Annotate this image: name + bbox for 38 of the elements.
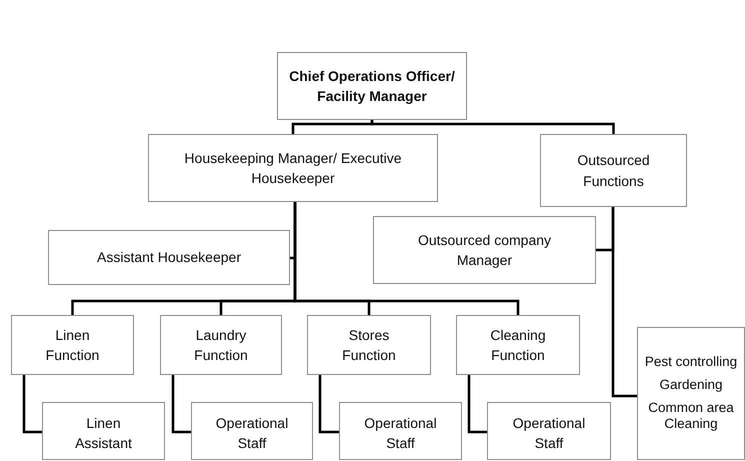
connector-line	[468, 375, 487, 434]
connector-line	[22, 375, 42, 434]
org-box	[160, 315, 282, 375]
box-label: Linen Function	[44, 326, 100, 365]
org-box	[487, 402, 611, 460]
org-box	[191, 402, 313, 460]
org-box	[48, 230, 290, 285]
connector-line	[292, 120, 374, 134]
box-label: Gardening	[659, 376, 723, 394]
connector-line	[612, 207, 637, 398]
org-box	[277, 52, 467, 120]
box-label: Operational Staff	[214, 414, 290, 454]
connector-line	[318, 375, 339, 434]
box-label: Laundry Function	[193, 326, 249, 365]
box-label: Cleaning Function	[489, 326, 547, 365]
box-label: Outsourced company Manager	[416, 230, 552, 270]
org-box	[637, 327, 745, 460]
box-label: Pest controlling	[644, 354, 738, 371]
connector-line	[172, 375, 191, 434]
box-label: Housekeeping Manager/ Executive Housekeeper	[183, 148, 403, 188]
org-box	[373, 216, 596, 284]
box-label: Common area Cleaning	[647, 400, 735, 434]
connector-line	[294, 202, 520, 315]
box-label: Chief Operations Officer/ Facility Manager	[288, 66, 456, 106]
org-box	[540, 134, 687, 207]
box-label: Linen Assistant	[74, 414, 133, 454]
org-box	[11, 315, 134, 375]
box-label: Operational Staff	[363, 414, 438, 454]
org-box	[456, 315, 580, 375]
org-box	[148, 134, 438, 202]
connector-line	[370, 120, 615, 134]
org-box	[339, 402, 462, 460]
box-label: Outsourced Functions	[576, 151, 651, 190]
box-label: Assistant Housekeeper	[97, 248, 241, 268]
org-box	[42, 402, 165, 460]
box-label: Operational Staff	[512, 414, 586, 454]
org-box	[307, 315, 431, 375]
box-label: Stores Function	[341, 326, 397, 365]
